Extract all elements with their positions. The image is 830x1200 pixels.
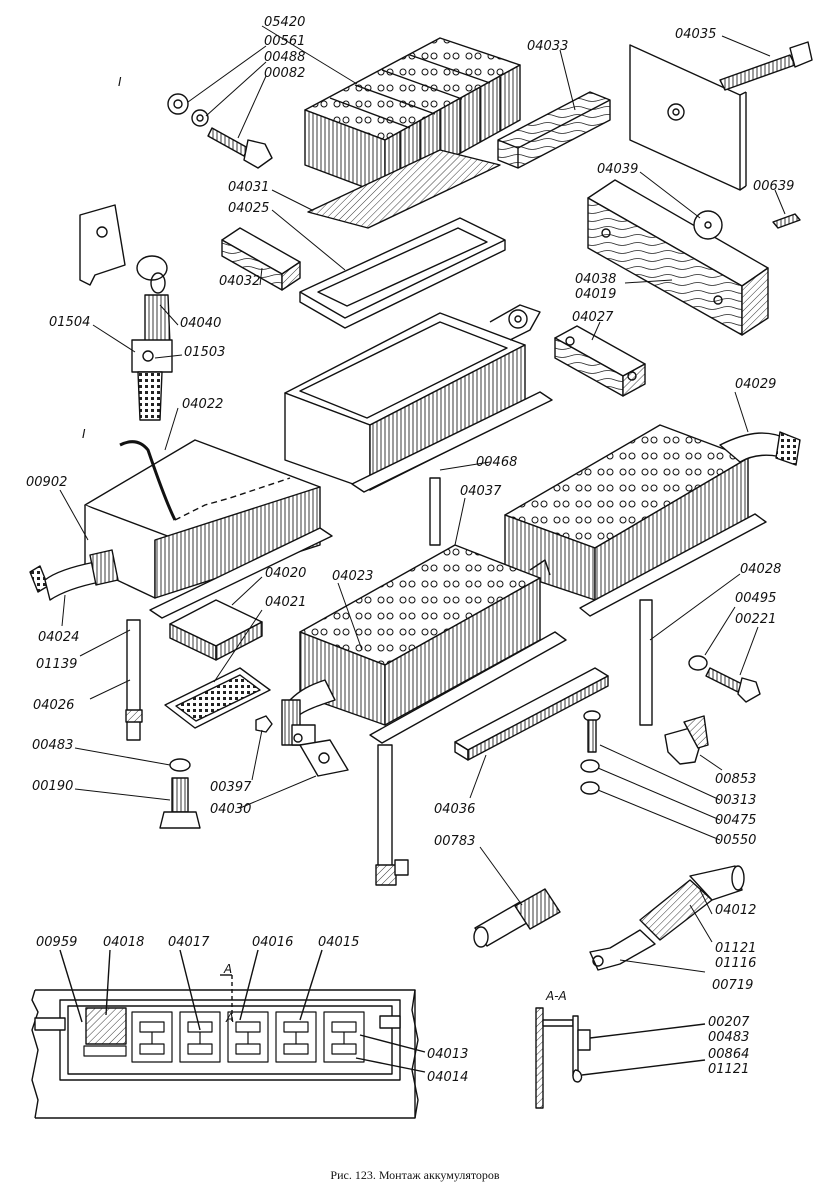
label-00959: 00959	[36, 935, 77, 950]
label-04019: 04019	[575, 287, 616, 302]
label-00488: 00488	[264, 50, 305, 65]
label-00483: 00483	[32, 738, 73, 753]
label-00475: 00475	[715, 813, 756, 828]
screw-00639	[772, 213, 801, 229]
label-04038: 04038	[575, 272, 616, 287]
label-04037: 04037	[460, 484, 502, 499]
label-04020: 04020	[265, 566, 306, 581]
label-04030: 04030	[210, 802, 251, 817]
label-00221: 00221	[735, 612, 776, 627]
label-00561: 00561	[264, 34, 305, 49]
label-04024: 04024	[38, 630, 79, 645]
view-mark-i-left: I	[82, 427, 86, 441]
label-01503: 01503	[184, 345, 225, 360]
battery-box-front	[281, 544, 567, 746]
label-04016: 04016	[252, 935, 293, 950]
nut-00397	[255, 715, 273, 733]
bolt-00221	[705, 667, 761, 703]
bolt-00082	[207, 127, 273, 169]
washer-00475	[580, 759, 600, 773]
leader-lines	[59, 25, 786, 973]
washer-04039	[693, 210, 723, 240]
part-labels: 05420 00561 00488 00082 04033 04035 0403…	[26, 15, 794, 1085]
label-00902: 00902	[26, 475, 67, 490]
label-04018: 04018	[103, 935, 144, 950]
label-04032: 04032	[219, 274, 260, 289]
wire-04022	[119, 440, 177, 521]
label-00550: 00550	[715, 833, 756, 848]
screw-00313	[583, 710, 601, 753]
flange-04030	[299, 739, 349, 777]
washer-00561	[167, 93, 189, 115]
plate-04035	[629, 44, 741, 191]
label-04029: 04029	[735, 377, 776, 392]
label-04017: 04017	[168, 935, 210, 950]
view-mark-i-top: I	[118, 75, 122, 89]
label-05420: 05420	[264, 15, 305, 30]
label-00468: 00468	[476, 455, 517, 470]
cable-lug-04012	[589, 865, 745, 971]
label-00783: 00783	[434, 834, 475, 849]
cut-mark-a-inner: A	[225, 1011, 234, 1025]
washer-00488	[191, 109, 209, 127]
label-00853: 00853	[715, 772, 756, 787]
label-04028: 04028	[740, 562, 781, 577]
label-04014: 04014	[427, 1070, 468, 1085]
label-00082: 00082	[264, 66, 305, 81]
battery-box-main	[284, 304, 553, 493]
plan-view-section	[31, 949, 426, 1119]
label-01121-section: 01121	[708, 1062, 749, 1077]
label-00719: 00719	[712, 978, 753, 993]
drain-tubes	[125, 477, 653, 886]
label-04036: 04036	[434, 802, 475, 817]
label-04022: 04022	[182, 397, 223, 412]
bolt-04035	[719, 41, 813, 91]
label-00483-section: 00483	[708, 1030, 749, 1045]
label-04039: 04039	[597, 162, 638, 177]
battery-box-left	[29, 439, 333, 619]
label-04023: 04023	[332, 569, 373, 584]
label-01139: 01139	[36, 657, 77, 672]
label-04035: 04035	[675, 27, 716, 42]
tube-00783	[473, 888, 561, 948]
label-04040: 04040	[180, 316, 221, 331]
bolt-00190	[159, 777, 201, 829]
figure-caption: Рис. 123. Монтаж аккумуляторов	[330, 1168, 500, 1182]
label-00864: 00864	[708, 1047, 749, 1062]
label-04012: 04012	[715, 903, 756, 918]
label-01121: 01121	[715, 941, 756, 956]
washer-00495	[688, 655, 708, 671]
label-00190: 00190	[32, 779, 73, 794]
label-00397: 00397	[210, 780, 252, 795]
label-04025: 04025	[228, 201, 269, 216]
mat-04031	[307, 149, 501, 229]
label-01116: 01116	[715, 956, 756, 971]
label-00207: 00207	[708, 1015, 750, 1030]
washer-00483	[169, 758, 191, 772]
label-04021: 04021	[265, 595, 306, 610]
gasket-frame-04025	[299, 217, 506, 319]
label-00639: 00639	[753, 179, 794, 194]
label-04026: 04026	[33, 698, 74, 713]
battery-box-right	[504, 424, 801, 617]
wooden-beam-04038	[587, 179, 769, 336]
label-04033: 04033	[527, 39, 568, 54]
label-01504: 01504	[49, 315, 90, 330]
label-04013: 04013	[427, 1047, 468, 1062]
label-04031: 04031	[228, 180, 269, 195]
strap-assembly-01504	[79, 204, 173, 421]
label-04015: 04015	[318, 935, 359, 950]
label-04027: 04027	[572, 310, 614, 325]
washer-00550	[580, 781, 600, 795]
label-00495: 00495	[735, 591, 776, 606]
label-00313: 00313	[715, 793, 756, 808]
cut-mark-a: A	[223, 962, 232, 976]
section-title-a-a: A-A	[545, 989, 567, 1003]
section-a-a	[535, 1007, 706, 1109]
